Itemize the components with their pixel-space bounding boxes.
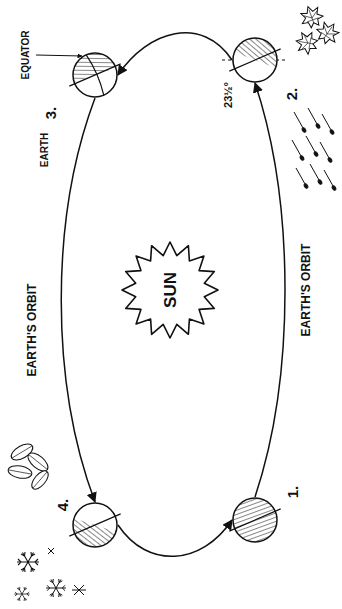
position-number: 1. <box>284 485 301 500</box>
annotation-label: 23½° <box>222 81 235 109</box>
earth-outline <box>232 497 278 543</box>
orbit-arrow <box>118 520 232 556</box>
sun-label: SUN <box>161 271 180 309</box>
orbit-arrow <box>118 33 232 75</box>
earth-globe: 2. <box>232 37 278 83</box>
position-number: 4. <box>54 498 71 513</box>
earth-globe: 3. <box>72 52 118 98</box>
position-number: 3. <box>42 106 59 121</box>
earth-outline <box>232 37 278 83</box>
position-number: 2. <box>283 87 300 102</box>
earth-outline <box>72 52 118 98</box>
sun-starburst: SUN <box>120 240 220 340</box>
annotation-label: EARTH <box>39 132 51 168</box>
earth-globe: 1. <box>232 497 278 543</box>
earth-outline <box>72 502 118 548</box>
annotation-label: EQUATOR <box>20 29 32 80</box>
orbit-label: EARTH'S ORBIT <box>25 283 39 378</box>
orbit-arrow <box>255 83 285 497</box>
orbit-arrow <box>61 98 95 502</box>
earth-globe: 4. <box>72 502 118 548</box>
orbit-label: EARTH'S ORBIT <box>299 243 313 338</box>
